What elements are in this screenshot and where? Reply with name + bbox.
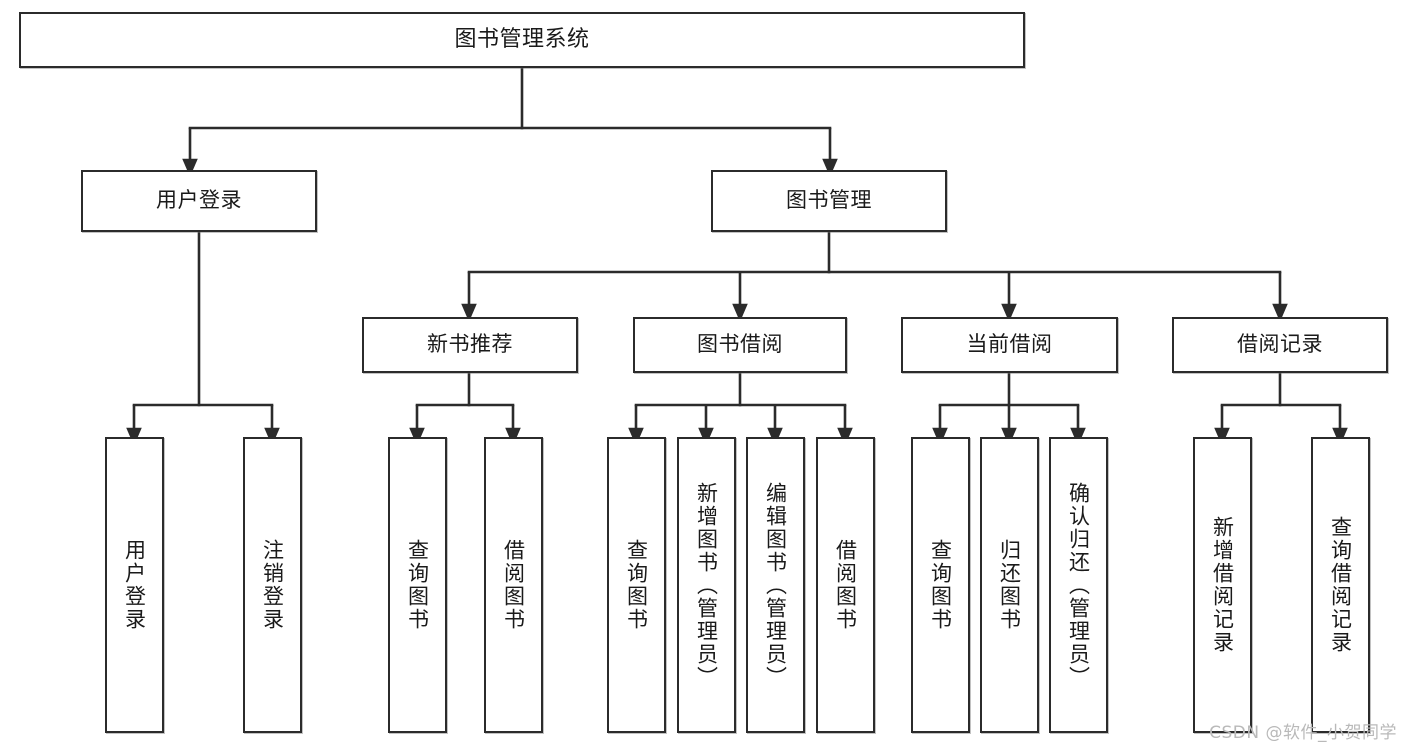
node-leaf-return-books[interactable]: 归还图书 [980, 437, 1039, 733]
node-leaf-logout[interactable]: 注销登录 [243, 437, 302, 733]
node-label: 编辑图书（管理员） [763, 481, 788, 689]
node-leaf-query-books-borrow[interactable]: 查询图书 [607, 437, 666, 733]
node-label: 查询图书 [624, 539, 649, 631]
node-leaf-query-books-current[interactable]: 查询图书 [911, 437, 970, 733]
node-label: 新增借阅记录 [1210, 516, 1235, 654]
node-leaf-query-books-newbooks[interactable]: 查询图书 [388, 437, 447, 733]
node-label: 查询借阅记录 [1328, 516, 1353, 654]
node-leaf-query-borrow-record[interactable]: 查询借阅记录 [1311, 437, 1370, 733]
node-leaf-user-login[interactable]: 用户登录 [105, 437, 164, 733]
node-leaf-add-book-admin[interactable]: 新增图书（管理员） [677, 437, 736, 733]
node-label: 借阅记录 [1237, 332, 1323, 357]
node-book-borrowing[interactable]: 图书借阅 [633, 317, 847, 373]
node-label: 新增图书（管理员） [694, 481, 719, 689]
node-label: 当前借阅 [966, 332, 1053, 357]
node-current-borrowing[interactable]: 当前借阅 [901, 317, 1118, 373]
node-leaf-borrow-books-borrow[interactable]: 借阅图书 [816, 437, 875, 733]
node-label: 借阅图书 [833, 539, 858, 631]
node-label: 图书管理 [786, 188, 872, 213]
node-label: 确认归还（管理员） [1066, 481, 1091, 689]
node-label: 借阅图书 [501, 539, 526, 631]
node-leaf-confirm-return-admin[interactable]: 确认归还（管理员） [1049, 437, 1108, 733]
node-label: 新书推荐 [427, 332, 513, 357]
node-root-book-management-system[interactable]: 图书管理系统 [19, 12, 1025, 68]
node-borrowing-records[interactable]: 借阅记录 [1172, 317, 1388, 373]
node-book-management[interactable]: 图书管理 [711, 170, 947, 232]
node-leaf-edit-book-admin[interactable]: 编辑图书（管理员） [746, 437, 805, 733]
node-label: 注销登录 [260, 539, 285, 631]
node-leaf-add-borrow-record[interactable]: 新增借阅记录 [1193, 437, 1252, 733]
node-user-login[interactable]: 用户登录 [81, 170, 317, 232]
node-label: 用户登录 [122, 539, 147, 631]
node-new-book-recommendation[interactable]: 新书推荐 [362, 317, 578, 373]
node-label: 查询图书 [405, 539, 430, 631]
node-label: 图书管理系统 [454, 26, 590, 52]
watermark-text: CSDN @软件_小贺同学 [1209, 723, 1397, 743]
node-label: 图书借阅 [697, 332, 783, 357]
node-label: 查询图书 [928, 539, 953, 631]
node-label: 归还图书 [997, 539, 1022, 631]
node-label: 用户登录 [156, 188, 242, 213]
node-leaf-borrow-books-newbooks[interactable]: 借阅图书 [484, 437, 543, 733]
